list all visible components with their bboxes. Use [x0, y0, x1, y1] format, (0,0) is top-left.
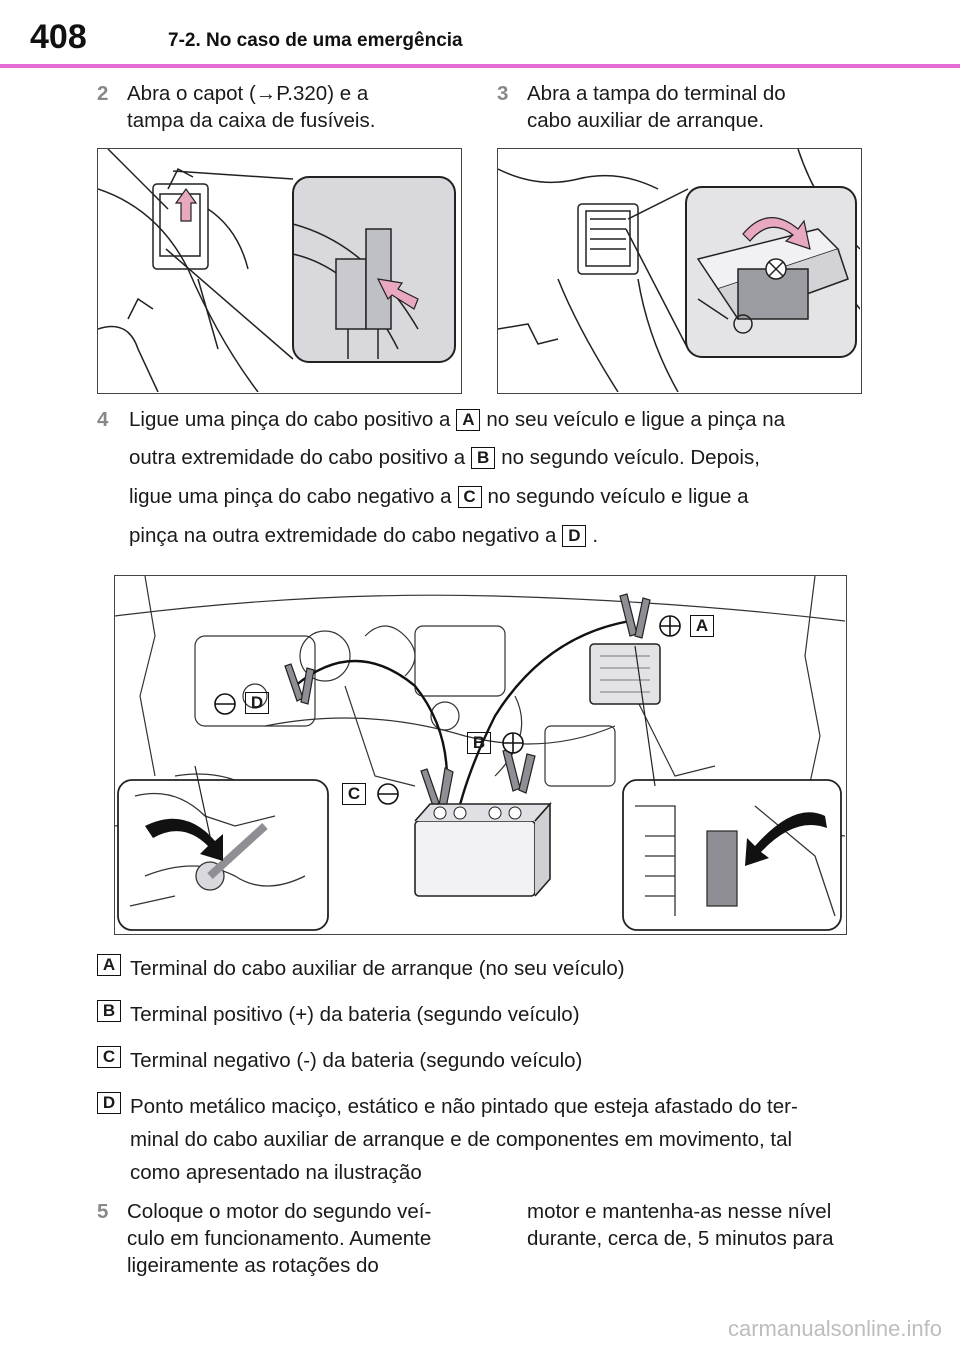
step-text: Abra o capot (→P.320) e a tampa da caixa…: [127, 82, 376, 132]
arrow-press-icon: [376, 278, 419, 310]
figure-fuse-box: [97, 148, 462, 394]
step-number: 4: [97, 408, 109, 431]
page-number: 408: [30, 18, 87, 56]
label-c-callout: [377, 783, 399, 805]
label-a-tag: A: [456, 409, 481, 431]
step-number: 2: [97, 82, 109, 105]
battery-icon: [414, 801, 552, 897]
step-text: Abra a tampa do terminal do cabo auxilia…: [527, 82, 786, 132]
legend-item-a: A Terminal do cabo auxiliar de arranque …: [97, 952, 877, 982]
terminal-cover-illustration: [498, 149, 860, 392]
pointer-arrow-icon: [145, 818, 223, 861]
fig-label-b: B: [467, 732, 491, 754]
label-b-tag: B: [97, 1000, 121, 1022]
label-d-tag: D: [97, 1092, 121, 1114]
step-5-col-2: motor e mantenha-as nesse nível durante,…: [527, 1200, 834, 1250]
step-5: 5 Coloque o motor do segundo veí- culo e…: [97, 1198, 477, 1288]
watermark: carmanualsonline.info: [727, 1316, 942, 1341]
text: .: [592, 524, 599, 547]
legend-item-d: D Ponto metálico maciço, estático e não …: [97, 1090, 877, 1190]
fig-label-c: C: [342, 783, 366, 805]
figure-engine-bay: A D B C: [114, 575, 847, 935]
legend-text: Terminal do cabo auxiliar de arranque (n…: [130, 957, 625, 980]
step-number: 3: [497, 82, 509, 105]
engine-bay-illustration: [115, 576, 845, 931]
section-title: 7-2. No caso de uma emergência: [168, 30, 463, 51]
legend-text: Terminal positivo (+) da bateria (segund…: [130, 1003, 580, 1026]
label-d-tag: D: [562, 525, 587, 547]
header-divider: [0, 64, 960, 68]
text: Ligue uma pinça do cabo positivo a: [129, 408, 451, 431]
step-number: 5: [97, 1200, 109, 1223]
legend-item-b: B Terminal positivo (+) da bateria (segu…: [97, 998, 877, 1028]
text: no segundo veículo e ligue a: [487, 485, 749, 508]
pointer-arrow-icon: [745, 812, 827, 866]
figure-terminal-cover: [497, 148, 862, 394]
label-b-tag: B: [471, 447, 496, 469]
step-2: 2 Abra o capot (→P.320) e a tampa da cai…: [97, 80, 457, 140]
legend-text: Ponto metálico maciço, estático e não pi…: [130, 1095, 798, 1184]
step-3: 3 Abra a tampa do terminal do cabo auxil…: [497, 80, 857, 140]
text: no segundo veículo. Depois,: [501, 446, 760, 469]
label-b-callout: [502, 732, 524, 754]
text: ligue uma pinça do cabo negativo a: [129, 485, 452, 508]
label-a-callout: [659, 615, 681, 637]
text: outra extremidade do cabo positivo a: [129, 446, 466, 469]
step-text-col-1: Coloque o motor do segundo veí- culo em …: [127, 1200, 432, 1277]
fig-label-d: D: [245, 692, 269, 714]
step-4-line-4: pinça na outra extremidade do cabo negat…: [129, 524, 598, 548]
arrow-up-icon: [174, 187, 198, 222]
label-c-tag: C: [457, 486, 482, 508]
fuse-box-illustration: [98, 149, 456, 392]
label-d-callout: [214, 693, 236, 715]
text: pinça na outra extremidade do cabo negat…: [129, 524, 557, 547]
page-header: 408 7-2. No caso de uma emergência: [0, 0, 960, 70]
text: no seu veículo e ligue a pinça na: [486, 408, 785, 431]
arrow-curved-icon: [742, 217, 811, 250]
legend-text: Terminal negativo (-) da bateria (segund…: [130, 1049, 583, 1072]
fig-label-a: A: [690, 615, 714, 637]
label-c-tag: C: [97, 1046, 121, 1068]
legend-item-c: C Terminal negativo (-) da bateria (segu…: [97, 1044, 877, 1074]
label-a-tag: A: [97, 954, 121, 976]
